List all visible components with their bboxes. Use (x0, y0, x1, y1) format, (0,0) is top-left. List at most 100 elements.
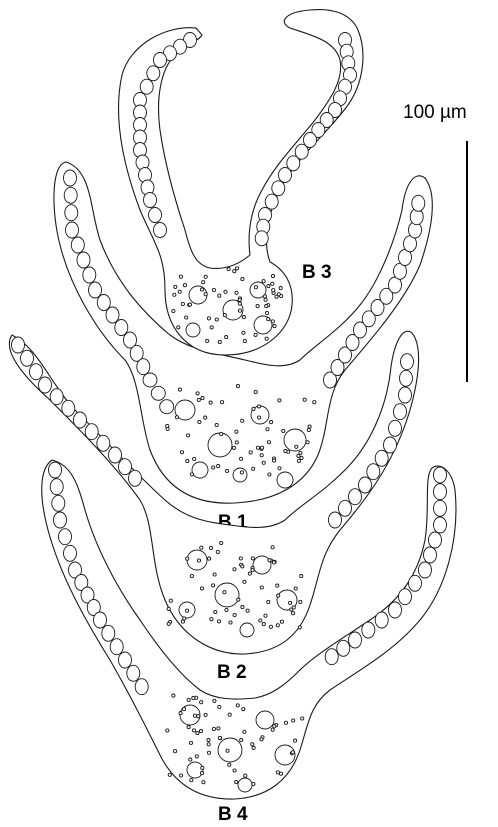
cell (265, 305, 268, 308)
cell (187, 434, 190, 437)
cell (228, 713, 231, 716)
cell (367, 464, 380, 480)
cell (252, 782, 255, 785)
cell (199, 730, 202, 733)
cell (259, 619, 262, 622)
cell (273, 325, 276, 328)
cell (177, 326, 180, 329)
cell (233, 769, 236, 772)
cell (251, 557, 254, 560)
cell (217, 465, 220, 468)
cell (215, 318, 218, 321)
cell (218, 736, 221, 739)
cell (273, 725, 276, 728)
cell (185, 316, 188, 319)
cell (94, 612, 107, 628)
cell (200, 587, 203, 590)
cell (197, 715, 200, 718)
cell (313, 401, 316, 404)
cell (218, 705, 221, 708)
cell (241, 278, 244, 281)
cell (54, 512, 67, 528)
cell (50, 479, 63, 495)
cell (144, 193, 157, 208)
cell (210, 618, 213, 621)
cell (102, 625, 115, 641)
cell (201, 766, 204, 769)
cell (267, 318, 270, 321)
cell (294, 739, 297, 742)
cell (289, 601, 292, 604)
cell (115, 320, 128, 336)
cell (242, 316, 245, 319)
cell (223, 591, 226, 594)
cell (267, 600, 270, 603)
cell (349, 489, 362, 505)
cell (269, 625, 272, 628)
cell (272, 289, 275, 292)
cell (267, 441, 270, 444)
cell (74, 412, 87, 428)
cell (189, 741, 192, 744)
cell (276, 624, 279, 627)
cell (235, 291, 238, 294)
cell (434, 484, 447, 500)
cell (160, 400, 174, 414)
cell (143, 373, 157, 387)
cell (174, 750, 177, 753)
cell (224, 290, 227, 293)
cell (200, 288, 203, 291)
cell (192, 729, 195, 732)
cell (227, 268, 230, 271)
cell (106, 307, 119, 323)
cell (243, 730, 246, 733)
cell (62, 400, 75, 416)
cell (399, 387, 412, 403)
cell (154, 53, 167, 68)
cell (235, 441, 238, 444)
cell (409, 575, 422, 591)
cell (264, 298, 267, 301)
cell (190, 779, 193, 782)
cell (119, 459, 132, 475)
cell (181, 620, 184, 623)
cell (277, 472, 293, 488)
cell (119, 652, 132, 668)
cell (282, 429, 285, 432)
cell (292, 612, 295, 615)
cell (238, 302, 241, 305)
cell (212, 288, 215, 291)
cell (233, 568, 236, 571)
cell (294, 587, 297, 590)
cell (362, 622, 375, 638)
cell (188, 303, 191, 306)
cell (64, 187, 77, 203)
cell (271, 728, 274, 731)
cell (207, 743, 210, 746)
section-b2-label: B 2 (217, 662, 247, 683)
cell (295, 445, 298, 448)
cell (243, 580, 246, 583)
cell (284, 721, 287, 724)
cell (196, 392, 199, 395)
cell (140, 79, 153, 94)
cell (271, 282, 274, 285)
cell (301, 717, 304, 720)
cell (190, 574, 193, 577)
cell (233, 613, 236, 616)
cell (169, 599, 172, 602)
cell (149, 208, 162, 223)
cell (216, 550, 219, 553)
cell (110, 639, 123, 655)
cell (394, 404, 407, 420)
cell (193, 714, 196, 717)
cell (178, 388, 181, 391)
cell (186, 609, 189, 612)
cell (292, 719, 295, 722)
cell (299, 451, 302, 454)
cell (215, 583, 239, 607)
cell (337, 640, 350, 656)
cell (226, 469, 229, 472)
cell (251, 569, 254, 572)
cell (297, 454, 300, 457)
